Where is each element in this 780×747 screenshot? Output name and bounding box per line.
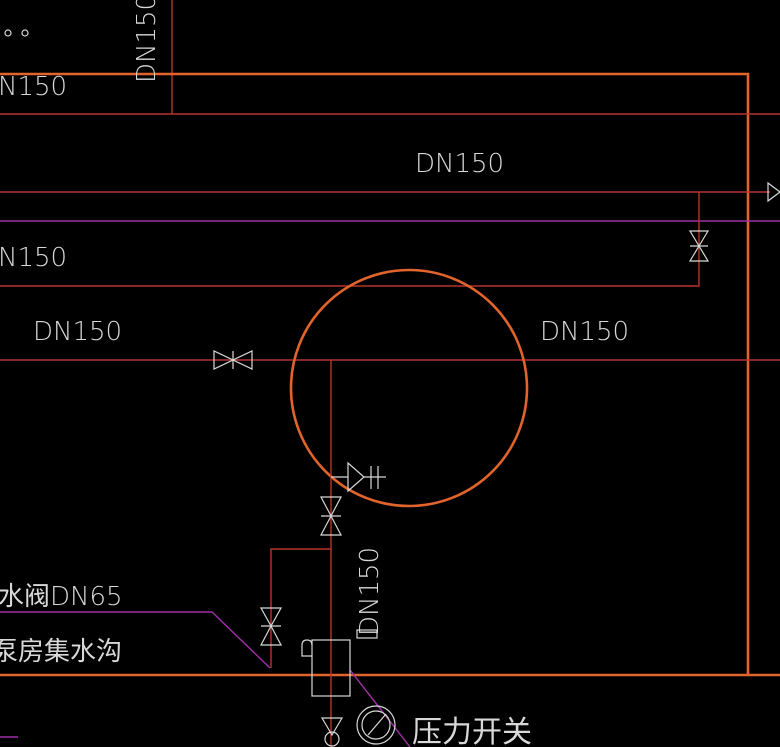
label-pressure-switch: 压力开关 <box>412 715 532 747</box>
drain-line-sloped <box>0 611 271 669</box>
flow-arrow-right-icon <box>767 181 780 203</box>
label-valve-note: 水阀DN65 <box>0 582 123 612</box>
label-left-lower: DN150 <box>33 317 122 347</box>
tank-circle <box>289 268 529 508</box>
reference-dots <box>4 29 29 37</box>
label-sump-note: 泵房集水沟 <box>0 637 122 667</box>
check-valve-icon[interactable] <box>331 461 386 493</box>
label-top-left: N150 <box>0 72 67 102</box>
boundary-outline <box>0 72 750 677</box>
gate-valve-horizontal-icon[interactable] <box>213 350 253 370</box>
drain-line-lower <box>349 669 411 747</box>
pressure-gauge-icon <box>356 705 396 745</box>
pipe-loop-right <box>0 192 700 287</box>
gate-valve-branch-icon[interactable] <box>259 607 283 646</box>
lower-valve-icon[interactable] <box>320 717 344 747</box>
gate-valve-vertical-icon[interactable] <box>320 496 342 536</box>
label-vertical-riser: DN150 <box>355 547 385 636</box>
tank-box-icon <box>301 639 351 697</box>
small-box <box>356 629 378 639</box>
gate-valve-right-riser-icon[interactable] <box>688 230 710 262</box>
label-center-upper: DN150 <box>415 149 504 179</box>
pipe-branch-left <box>270 548 331 668</box>
label-right-lower: DN150 <box>540 317 629 347</box>
label-top-vertical: DN150 <box>132 0 162 83</box>
label-left-middle: N150 <box>0 243 67 273</box>
